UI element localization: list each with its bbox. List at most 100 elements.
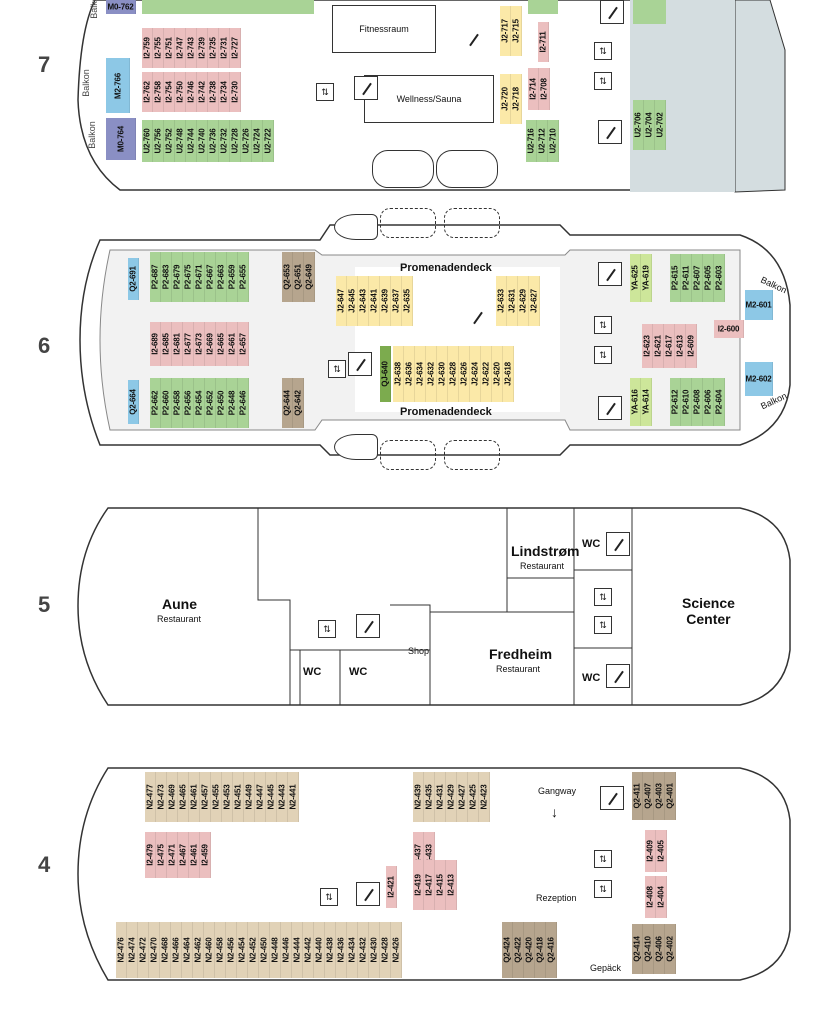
- cabin[interactable]: N2-455: [211, 772, 222, 822]
- cabin[interactable]: Q2-414: [632, 924, 643, 974]
- cabin[interactable]: U2-756: [153, 120, 164, 162]
- cabin[interactable]: I2-730: [230, 72, 241, 112]
- cabin[interactable]: I2-421: [386, 866, 397, 908]
- cabin[interactable]: U2-716: [526, 120, 537, 162]
- cabin[interactable]: Q2-651: [293, 252, 304, 302]
- cabin[interactable]: I2-677: [183, 322, 194, 366]
- cabin[interactable]: Q2-424: [502, 922, 513, 978]
- cabin[interactable]: N2-429: [446, 772, 457, 822]
- cabin-m0-762[interactable]: M0-762: [106, 0, 136, 14]
- cabin[interactable]: P2-656: [183, 378, 194, 428]
- cabin[interactable]: J2-639: [380, 276, 391, 326]
- cabin[interactable]: N2-436: [336, 922, 347, 978]
- cabin[interactable]: N2-454: [237, 922, 248, 978]
- cabin[interactable]: I2-437: [413, 832, 424, 878]
- cabin[interactable]: I2-405: [656, 830, 667, 872]
- cabin[interactable]: J2-720: [500, 74, 511, 124]
- cabin[interactable]: N2-423: [479, 772, 490, 822]
- cabin[interactable]: I2-681: [172, 322, 183, 366]
- cabin[interactable]: I2-404: [656, 876, 667, 918]
- cabin[interactable]: P2-646: [238, 378, 249, 428]
- cabin[interactable]: Q2-653: [282, 252, 293, 302]
- cabin[interactable]: N2-453: [222, 772, 233, 822]
- cabin[interactable]: N2-430: [369, 922, 380, 978]
- cabin[interactable]: I2-669: [205, 322, 216, 366]
- cabin[interactable]: J2-633: [496, 276, 507, 326]
- cabin[interactable]: P2-671: [194, 252, 205, 302]
- cabin[interactable]: Q2-402: [665, 924, 676, 974]
- cabin[interactable]: U2-736: [208, 120, 219, 162]
- cabin[interactable]: Q2-691: [128, 258, 139, 300]
- cabin[interactable]: N2-462: [193, 922, 204, 978]
- cabin[interactable]: N2-457: [200, 772, 211, 822]
- cabin-i2-600[interactable]: I2-600: [714, 320, 744, 338]
- cabin[interactable]: J2-628: [448, 346, 459, 402]
- cabin[interactable]: N2-447: [255, 772, 266, 822]
- cabin[interactable]: J2-643: [358, 276, 369, 326]
- cabin[interactable]: J2-626: [459, 346, 470, 402]
- cabin[interactable]: P2-650: [216, 378, 227, 428]
- cabin[interactable]: N2-439: [413, 772, 424, 822]
- cabin[interactable]: U2-748: [175, 120, 186, 162]
- cabin[interactable]: N2-426: [391, 922, 402, 978]
- cabin[interactable]: P2-615: [670, 254, 681, 302]
- deck7-green-top-far[interactable]: [633, 0, 666, 24]
- cabin[interactable]: YA-619: [641, 254, 652, 302]
- cabin[interactable]: J2-627: [529, 276, 540, 326]
- cabin[interactable]: I2-735: [208, 28, 219, 68]
- cabin[interactable]: I2-689: [150, 322, 161, 366]
- cabin[interactable]: N2-451: [233, 772, 244, 822]
- cabin[interactable]: N2-465: [178, 772, 189, 822]
- cabin[interactable]: N2-442: [303, 922, 314, 978]
- cabin[interactable]: J2-641: [369, 276, 380, 326]
- cabin[interactable]: N2-448: [270, 922, 281, 978]
- cabin[interactable]: P2-660: [161, 378, 172, 428]
- cabin[interactable]: I2-665: [216, 322, 227, 366]
- cabin[interactable]: U2-704: [644, 100, 655, 150]
- cabin[interactable]: J2-624: [470, 346, 481, 402]
- cabin[interactable]: P2-652: [205, 378, 216, 428]
- cabin[interactable]: U2-732: [219, 120, 230, 162]
- cabin[interactable]: P2-654: [194, 378, 205, 428]
- cabin[interactable]: I2-471: [167, 832, 178, 878]
- cabin[interactable]: I2-755: [153, 28, 164, 68]
- cabin[interactable]: I2-711: [538, 22, 549, 62]
- cabin[interactable]: I2-685: [161, 322, 172, 366]
- cabin[interactable]: I2-479: [145, 832, 156, 878]
- cabin[interactable]: J2-645: [347, 276, 358, 326]
- cabin[interactable]: I2-759: [142, 28, 153, 68]
- cabin[interactable]: Q2-406: [654, 924, 665, 974]
- cabin[interactable]: J2-622: [481, 346, 492, 402]
- cabin[interactable]: P2-687: [150, 252, 161, 302]
- cabin[interactable]: P2-611: [681, 254, 692, 302]
- cabin[interactable]: N2-473: [156, 772, 167, 822]
- cabin[interactable]: I2-657: [238, 322, 249, 366]
- cabin[interactable]: I2-738: [208, 72, 219, 112]
- cabin[interactable]: Q2-664: [128, 380, 139, 424]
- cabin[interactable]: QJ-640: [380, 346, 391, 402]
- cabin[interactable]: U2-744: [186, 120, 197, 162]
- cabin[interactable]: I2-461: [189, 832, 200, 878]
- cabin[interactable]: J2-636: [404, 346, 415, 402]
- cabin[interactable]: I2-746: [186, 72, 197, 112]
- cabin-m2-602[interactable]: M2-602: [745, 362, 773, 396]
- cabin[interactable]: U2-724: [252, 120, 263, 162]
- deck7-green-top-r[interactable]: [528, 0, 558, 14]
